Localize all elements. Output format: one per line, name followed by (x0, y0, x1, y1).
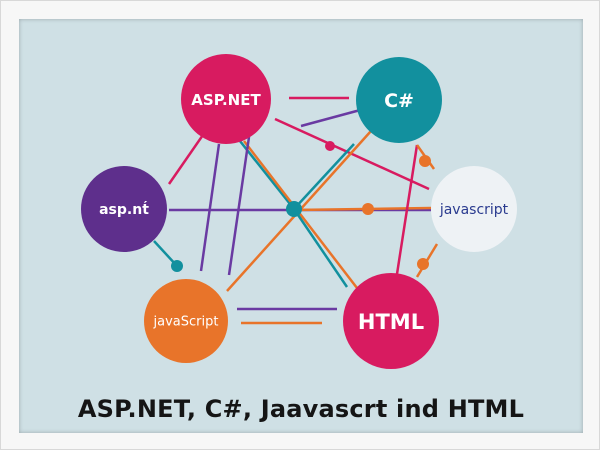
connector-csharp-to-hub (293, 143, 355, 210)
diagram-canvas: ASP.NET C# asp.nt́ javascript javaScript… (19, 19, 583, 433)
node-aspnet-left-circle (81, 166, 167, 252)
dot-aspnet-left-to-javascript-left (171, 260, 183, 272)
node-javascript-left-label: javaScript (153, 315, 219, 330)
node-javascript-left: javaScript (144, 279, 228, 363)
connector-aspnet-top-to-javascript-left (199, 143, 221, 272)
dot-csharp-to-javascript-right (419, 155, 431, 167)
diagram-caption: ASP.NET, C#, Jaavascrt ind HTML (77, 395, 525, 423)
node-aspnet-top-label: ASP.NET (191, 91, 261, 109)
node-aspnet-top-circle (181, 54, 271, 144)
tech-network-diagram: ASP.NET C# asp.nt́ javascript javaScript… (81, 54, 517, 369)
connector-aspnet-top-to-html (243, 140, 368, 302)
node-csharp: C# (356, 57, 442, 143)
connector-aspnet-top-to-csharp-lower (300, 107, 365, 128)
hub-dot (286, 201, 302, 217)
dot-hub-to-javascript-right (362, 203, 374, 215)
node-aspnet-top: ASP.NET (181, 54, 271, 144)
node-csharp-circle (356, 57, 442, 143)
dot-javascript-right-to-html (417, 258, 429, 270)
connector-aspnet-top-to-hub (231, 130, 295, 210)
node-csharp-label: C# (384, 90, 414, 112)
node-html: HTML (343, 273, 439, 369)
node-javascript-right: javascript (431, 166, 517, 252)
connector-aspnet-top-to-javascript-right (274, 117, 430, 191)
connector-hub-to-html (292, 208, 349, 288)
node-javascript-right-label: javascript (439, 202, 509, 218)
node-javascript-left-circle (144, 279, 228, 363)
node-javascript-right-circle (431, 166, 517, 252)
node-aspnet-left: asp.nt́ (81, 166, 167, 252)
node-aspnet-left-label: asp.nt́ (99, 201, 149, 218)
connector-aspnet-top-to-javascript-left-2 (227, 136, 251, 276)
connector-csharp-to-html (395, 144, 419, 275)
connector-dots (171, 141, 431, 272)
node-html-circle (343, 273, 439, 369)
node-html-label: HTML (358, 310, 424, 334)
dot-aspnet-top-to-javascript-right (325, 141, 335, 151)
